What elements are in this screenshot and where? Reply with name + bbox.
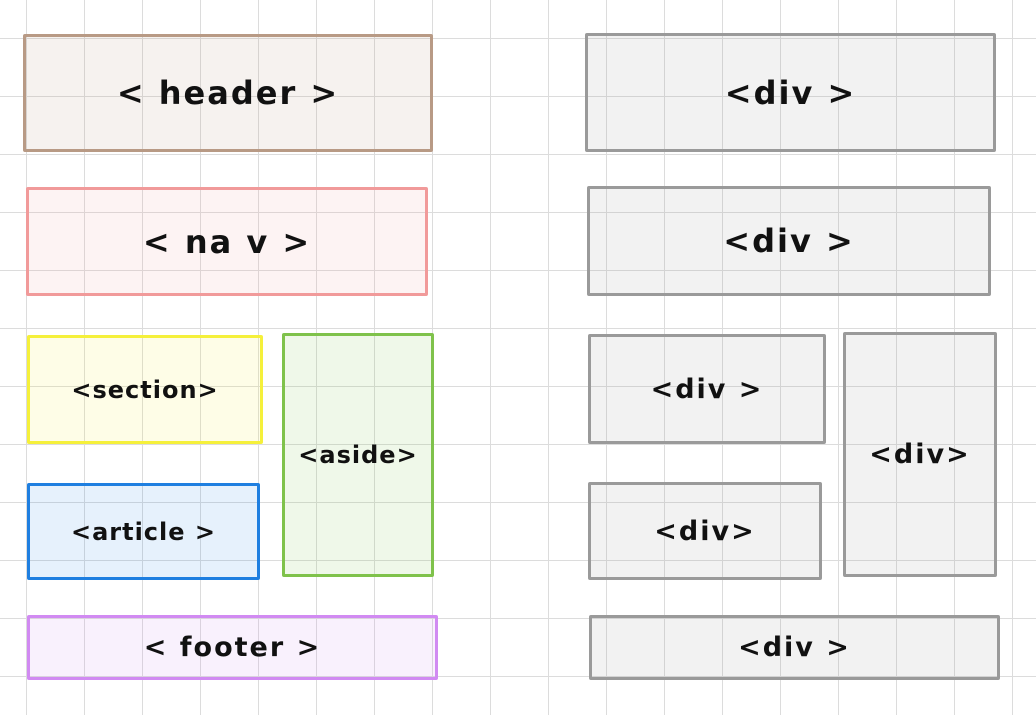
aside-box: <aside> <box>282 333 434 577</box>
header-box: < header > <box>23 34 433 152</box>
div-box-second: <div > <box>587 186 991 296</box>
section-label: <section> <box>71 375 219 404</box>
div-box-top: <div > <box>585 33 996 152</box>
article-box: <article > <box>27 483 260 580</box>
footer-label: < footer > <box>143 632 322 663</box>
footer-box: < footer > <box>27 615 438 680</box>
div-label: <div > <box>738 632 851 663</box>
div-label: <div> <box>654 515 756 547</box>
div-label: <div> <box>869 439 971 470</box>
div-box-right-tall: <div> <box>843 332 997 577</box>
div-label: <div > <box>724 73 857 112</box>
div-box-lower-left: <div> <box>588 482 822 580</box>
nav-label: < na v > <box>142 222 312 261</box>
header-label: < header > <box>116 74 340 112</box>
aside-label: <aside> <box>298 441 418 469</box>
div-box-middle-left: <div > <box>588 334 826 444</box>
div-box-bottom: <div > <box>589 615 1000 680</box>
nav-box: < na v > <box>26 187 428 296</box>
section-box: <section> <box>27 335 263 444</box>
div-label: <div > <box>723 222 855 260</box>
article-label: <article > <box>70 517 217 546</box>
div-label: <div > <box>650 373 764 405</box>
